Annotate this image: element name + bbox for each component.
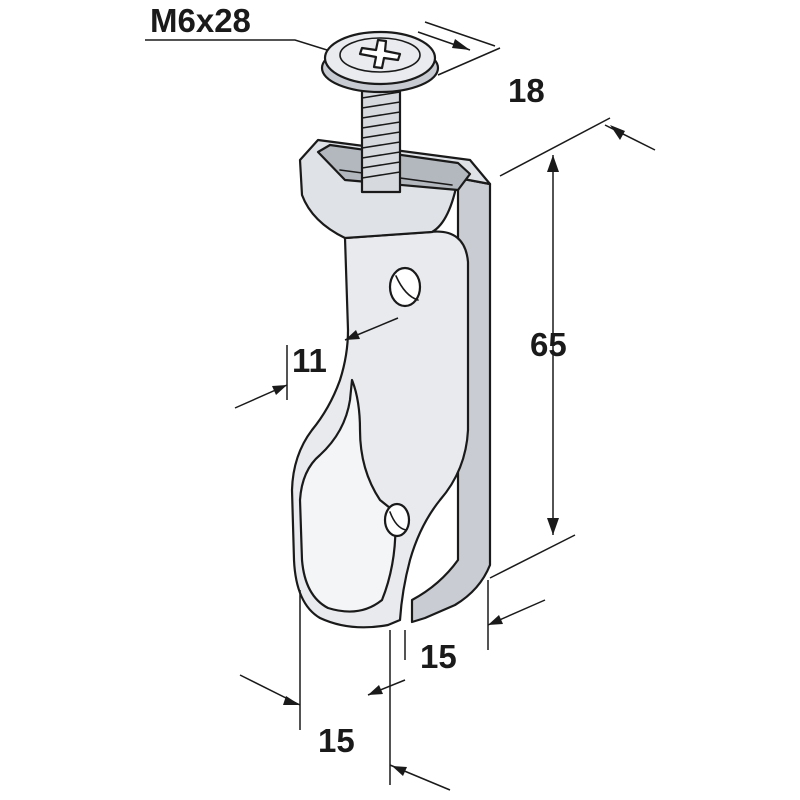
dim-15-right: 15	[404, 580, 546, 675]
screw-thread	[361, 91, 401, 179]
arrowhead-icon	[452, 39, 470, 50]
bracket-side-face	[410, 176, 492, 624]
dim-65: 65	[489, 117, 656, 579]
dim-15-bottom: 15	[239, 590, 451, 791]
lower-mounting-hole	[383, 502, 411, 538]
dim-65-label: 65	[530, 326, 567, 363]
dim-15-bottom-label: 15	[318, 722, 355, 759]
dim-15-right-label: 15	[420, 638, 457, 675]
dim-18-label: 18	[508, 72, 545, 109]
arrowhead-icon	[272, 385, 287, 395]
lower-hole-inner	[389, 511, 407, 531]
screw-callout: M6x28	[145, 2, 328, 51]
screw	[320, 30, 440, 194]
dim-11-label: 11	[292, 342, 327, 379]
arrowhead-icon	[368, 685, 383, 695]
upper-hole-inner	[395, 275, 419, 301]
arrowhead-icon	[392, 766, 407, 776]
arrowhead-icon	[345, 330, 360, 340]
arrowhead-icon	[547, 518, 559, 535]
arrowhead-icon	[488, 615, 503, 625]
screw-head-ring	[339, 37, 421, 73]
arrowhead-icon	[283, 696, 300, 705]
screw-size-label: M6x28	[150, 2, 251, 39]
dim-11: 11	[234, 317, 399, 409]
dim-18: 18	[417, 21, 545, 109]
arrowhead-icon	[547, 155, 559, 172]
arrowhead-icon	[610, 125, 625, 140]
phillips-cross-icon	[358, 38, 402, 70]
hook-inner-curve	[298, 378, 397, 613]
upper-mounting-hole	[388, 266, 422, 308]
rail-bracket	[290, 138, 492, 629]
